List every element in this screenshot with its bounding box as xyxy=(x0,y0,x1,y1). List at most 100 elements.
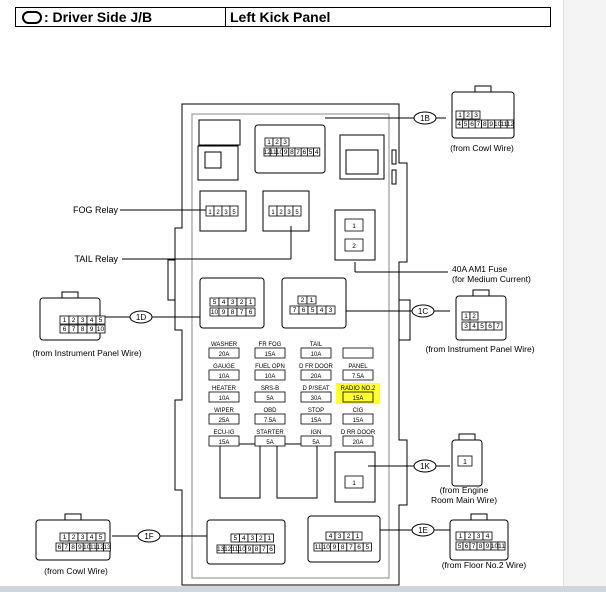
jb-1d-top-pin-1: 1 xyxy=(249,299,253,306)
am1-fuse-socket xyxy=(334,209,376,261)
ext-1b-bottom-pin-9: 9 xyxy=(489,121,493,128)
jb-1c-top-pin-1: 1 xyxy=(310,297,314,304)
fuse-name-14: STOP xyxy=(308,408,324,414)
ext-1d-top-pin-1: 1 xyxy=(63,317,67,324)
ext-1d-bottom-pin-8: 8 xyxy=(81,326,85,333)
ext-1b-bottom-pin-11: 11 xyxy=(501,121,508,128)
jb-1e-bottom-cell-5 xyxy=(362,542,372,552)
connector-caption-1c-line1: (from Instrument Panel Wire) xyxy=(425,344,534,354)
ext-connector-1b-latch xyxy=(474,85,492,93)
jb-1d-bottom-pin-9: 9 xyxy=(222,309,226,316)
connector-code-oval-1f xyxy=(137,529,161,543)
fuse-box-8 xyxy=(208,391,240,403)
jb-1b-bottom-pin-10: 10 xyxy=(276,149,284,156)
ext-1f-bottom-pin-10: 10 xyxy=(83,544,91,551)
fuse-box-19 xyxy=(342,435,374,447)
jb-1d-bottom-pin-8: 8 xyxy=(231,309,235,316)
ext-1b-top-pin-2: 2 xyxy=(466,112,470,119)
jb-1c-bottom-pin-7: 7 xyxy=(293,307,297,314)
fuse-name-8: HEATER xyxy=(212,386,237,392)
jb-1f-bottom-pin-9: 9 xyxy=(248,546,252,553)
jb-1b-bottom-pin-6: 6 xyxy=(302,149,306,156)
ext-1e-top-cell-4 xyxy=(482,531,493,541)
fuse-box-2 xyxy=(300,347,332,359)
fuse-name-12: WIPER xyxy=(214,408,234,414)
connector-code-1b: 1B xyxy=(420,114,430,123)
ext-1e-top-pin-4: 4 xyxy=(486,533,490,540)
connector-code-1f: 1F xyxy=(144,532,153,541)
jb-1b-bottom-pin-8: 8 xyxy=(290,149,294,156)
ext-1e-top-pin-1: 1 xyxy=(459,533,463,540)
jb-1d-bottom-pin-7: 7 xyxy=(240,309,244,316)
jb-lower-bay-1 xyxy=(219,443,261,499)
ext-1e-bottom-pin-11: 11 xyxy=(498,543,505,550)
fog-relay-cell-5 xyxy=(229,205,239,217)
ext-1b-top-pin-1: 1 xyxy=(458,112,462,119)
fog-relay-label: FOG Relay xyxy=(73,205,119,215)
window-right-edge xyxy=(563,0,606,592)
fuse-box-17 xyxy=(254,435,286,447)
ext-1c-top-pin-1: 1 xyxy=(464,313,468,320)
fuse-name-10: D P/SEAT xyxy=(303,386,330,392)
jb-1b-top-pin-3: 3 xyxy=(283,139,287,146)
fuse-amp-8: 10A xyxy=(219,396,230,402)
jb-1k-socket-outline xyxy=(334,451,376,503)
connector-caption-1e-line1: (from Floor No.2 Wire) xyxy=(442,560,527,570)
jb-1e-bottom-pin-11: 11 xyxy=(315,544,322,551)
ext-1f-bottom-pin-6: 6 xyxy=(58,544,62,551)
fuse-name-4: GAUGE xyxy=(213,364,235,370)
ext-1b-bottom-pin-12: 12 xyxy=(507,121,515,128)
jb-1e-top-cell-1 xyxy=(352,531,363,541)
fuse-amp-18: 5A xyxy=(312,440,319,446)
ext-1d-bottom-pin-10: 10 xyxy=(97,326,105,333)
fog-relay-pin-1: 1 xyxy=(208,210,212,216)
fuse-box-14 xyxy=(300,413,332,425)
header-right-title: Left Kick Panel xyxy=(230,9,331,25)
fuse-name-0: WASHER xyxy=(211,342,238,348)
jb-1b-bottom-pin-4: 4 xyxy=(315,149,319,156)
jb-lower-bay-2 xyxy=(276,443,318,499)
jb-1d-bottom-cell-6 xyxy=(245,307,256,317)
fuse-name-6: D FR DOOR xyxy=(299,364,333,370)
ext-connector-1e-latch xyxy=(470,513,488,521)
jb-1f-top-pin-4: 4 xyxy=(242,535,246,542)
ext-1d-top-pin-2: 2 xyxy=(72,317,76,324)
fuse-box-11 xyxy=(342,391,374,403)
jb-1f-top-cell-1 xyxy=(264,533,274,543)
jb-1f-bottom-cell-6 xyxy=(266,544,275,554)
tail-relay-pin-3: 3 xyxy=(287,210,291,216)
connector-code-oval-1c xyxy=(411,304,435,318)
fog-relay-socket xyxy=(199,190,247,232)
jb-1f-bottom-pin-11: 11 xyxy=(232,546,239,553)
fuse-amp-19: 20A xyxy=(353,440,364,446)
ext-1f-bottom-pin-8: 8 xyxy=(71,544,75,551)
header-left-title: : Driver Side J/B xyxy=(44,9,153,25)
ext-1c-bottom-pin-4: 4 xyxy=(472,323,476,330)
fuse-amp-14: 15A xyxy=(311,418,322,424)
jb-1e-top-pin-1: 1 xyxy=(356,533,360,540)
jb-1f-bottom-pin-7: 7 xyxy=(262,546,266,553)
fuse-name-18: IGN xyxy=(311,430,322,436)
jb-1d-bottom-pin-6: 6 xyxy=(249,309,253,316)
fuse-box-4 xyxy=(208,369,240,381)
tail-relay-socket xyxy=(262,190,310,232)
jb-oval-icon xyxy=(22,10,42,24)
connector-code-oval-1d xyxy=(129,310,153,324)
ext-1f-bottom-pin-7: 7 xyxy=(64,544,68,551)
jb-1c-bottom-pin-4: 4 xyxy=(320,307,324,314)
ext-1d-bottom-cell-10 xyxy=(95,324,106,334)
jb-1e-top-pin-4: 4 xyxy=(329,533,333,540)
fuse-name-2: TAIL xyxy=(310,342,323,348)
fuse-box-0 xyxy=(208,347,240,359)
ext-1b-bottom-pin-10: 10 xyxy=(494,121,502,128)
header-driver-side-jb: : Driver Side J/B xyxy=(15,7,226,27)
fuse-box-10 xyxy=(300,391,332,403)
am1-pin-1: 1 xyxy=(352,223,356,230)
ext-1f-bottom-pin-11: 11 xyxy=(90,544,97,551)
leader-lines xyxy=(103,117,450,537)
jb-1b-top-pin-2: 2 xyxy=(275,139,279,146)
fuse-amp-0: 20A xyxy=(219,352,230,358)
jb-1c-bottom-pin-5: 5 xyxy=(311,307,315,314)
fuse-box-3 xyxy=(342,347,374,359)
ext-connector-1f-latch xyxy=(64,513,82,521)
